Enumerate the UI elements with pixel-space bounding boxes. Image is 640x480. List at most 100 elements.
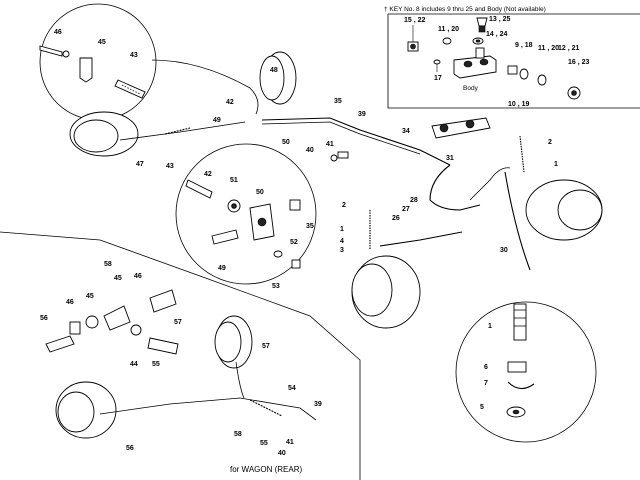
callout-48: 48	[270, 67, 278, 74]
callout-w40: 40	[278, 450, 286, 457]
master-cylinder: 31	[431, 117, 491, 162]
callout-w39: 39	[314, 401, 322, 408]
spring-7: 7	[484, 380, 535, 390]
callout-34: 34	[402, 128, 410, 135]
callout-49-a: 49	[213, 117, 221, 124]
callout-26: 26	[392, 215, 400, 222]
part-17: 17	[433, 59, 442, 82]
callout-17: 17	[434, 75, 442, 82]
wagon-cable	[99, 397, 317, 421]
callout-10-19: 10 , 19	[508, 101, 530, 108]
callout-50-a: 50	[282, 139, 290, 146]
callout-16-23: 16 , 23	[568, 59, 590, 66]
part-45-top: 45	[79, 39, 106, 83]
callout-w58b: 58	[234, 431, 242, 438]
callout-51: 51	[230, 177, 238, 184]
wagon-section: 58 45 46 46 45 56 57 44 55 57	[0, 231, 361, 480]
callout-w57a: 57	[174, 319, 182, 326]
callout-43-top: 43	[130, 52, 138, 59]
callout-50-b: 50	[256, 189, 264, 196]
callout-41-a: 41	[326, 141, 334, 148]
callout-43-b: 43	[166, 163, 174, 170]
callout-w55b: 55	[260, 440, 268, 447]
part-16-23: 16 , 23	[567, 59, 590, 100]
callout-w46a: 46	[134, 273, 142, 280]
callout-52: 52	[290, 239, 298, 246]
callout-9-18: 9 , 18	[515, 42, 533, 49]
callout-45-top: 45	[98, 39, 106, 46]
callout-31: 31	[446, 155, 454, 162]
callout-28: 28	[410, 197, 418, 204]
callout-w56a: 56	[40, 315, 48, 322]
callout-15-22: 15 , 22	[404, 17, 426, 24]
callout-12-21: 12 , 21	[558, 45, 580, 52]
callout-13-25: 13 , 25	[489, 16, 511, 23]
detail-circle-middle: 42 51 50 35 52 49 53	[175, 143, 317, 290]
part-11-20-a: 11 , 20	[438, 26, 459, 45]
callout-d7: 7	[484, 380, 488, 387]
spring-43	[164, 127, 191, 135]
part-51: 51	[227, 177, 241, 213]
part-12-21: 12 , 21	[537, 45, 580, 86]
drum-left-top	[69, 111, 139, 157]
clip-6: 6	[484, 361, 527, 373]
callout-42-a: 42	[226, 99, 234, 106]
callout-w45: 45	[114, 275, 122, 282]
part-43-top: 43	[114, 52, 146, 99]
callout-27: 27	[402, 206, 410, 213]
part-52: 52	[290, 239, 301, 269]
callout-w54: 54	[288, 385, 296, 392]
callout-46-top: 46	[54, 29, 62, 36]
callout-40-a: 40	[306, 147, 314, 154]
part-11-20-b: 11 , 20	[519, 45, 559, 80]
pipe-30	[504, 171, 531, 271]
callout-47: 47	[136, 161, 144, 168]
callout-w58a: 58	[104, 261, 112, 268]
part-53: 53	[272, 250, 283, 290]
callout-d1: 1	[488, 323, 492, 330]
part-15-22: 15 , 22	[404, 17, 426, 52]
callout-d5: 5	[480, 404, 484, 411]
hose-1-detail: 1	[488, 303, 527, 341]
part-13-25: 13 , 25	[476, 16, 511, 33]
key-box-title: † KEY No. 8 includes 9 thru 25 and Body …	[384, 6, 546, 13]
part-50-mid: 50	[249, 189, 275, 241]
cable-47	[119, 121, 246, 141]
drum-front-center	[351, 255, 421, 329]
callout-35-a: 35	[334, 98, 342, 105]
part-14-24: 14 , 24	[472, 31, 508, 45]
part-9-18: 9 , 18	[507, 42, 533, 75]
callout-11-20-b: 11 , 20	[538, 45, 559, 52]
part-46-top: 46	[39, 29, 70, 58]
callout-30: 30	[500, 247, 508, 254]
detail-circle-top-left: 46 45 43	[39, 3, 157, 121]
part-10-19: 10 , 19	[508, 101, 530, 108]
key-box: † KEY No. 8 includes 9 thru 25 and Body …	[384, 6, 640, 109]
callout-w41: 41	[286, 439, 294, 446]
wagon-drum-right: 57	[214, 315, 270, 369]
callout-2-b: 2	[342, 202, 346, 209]
part-42-mid: 42	[185, 171, 213, 199]
callout-35-b: 35	[306, 223, 314, 230]
callout-w56b: 56	[126, 445, 134, 452]
callout-d6: 6	[484, 364, 488, 371]
callout-1-a: 1	[554, 161, 558, 168]
part-49-mid: 49	[211, 229, 239, 272]
callout-w57b: 57	[262, 343, 270, 350]
callout-42-b: 42	[204, 171, 212, 178]
wagon-detail-parts: 58 45 46 46 45 56 57 44 55	[40, 261, 182, 368]
wagon-drum-left	[55, 381, 117, 439]
callout-49-b: 49	[218, 265, 226, 272]
cable-upper	[151, 59, 259, 115]
callout-11-20-a: 11 , 20	[438, 26, 459, 33]
washer-5: 5	[480, 404, 526, 418]
callout-w44: 44	[130, 361, 138, 368]
callout-4: 4	[340, 238, 344, 245]
callout-w45b: 45	[86, 293, 94, 300]
valve-body: Body	[453, 47, 497, 92]
part-35-mid: 35	[289, 199, 314, 230]
bolt-40-41: 41 40	[306, 141, 349, 162]
callout-1-b: 1	[340, 226, 344, 233]
